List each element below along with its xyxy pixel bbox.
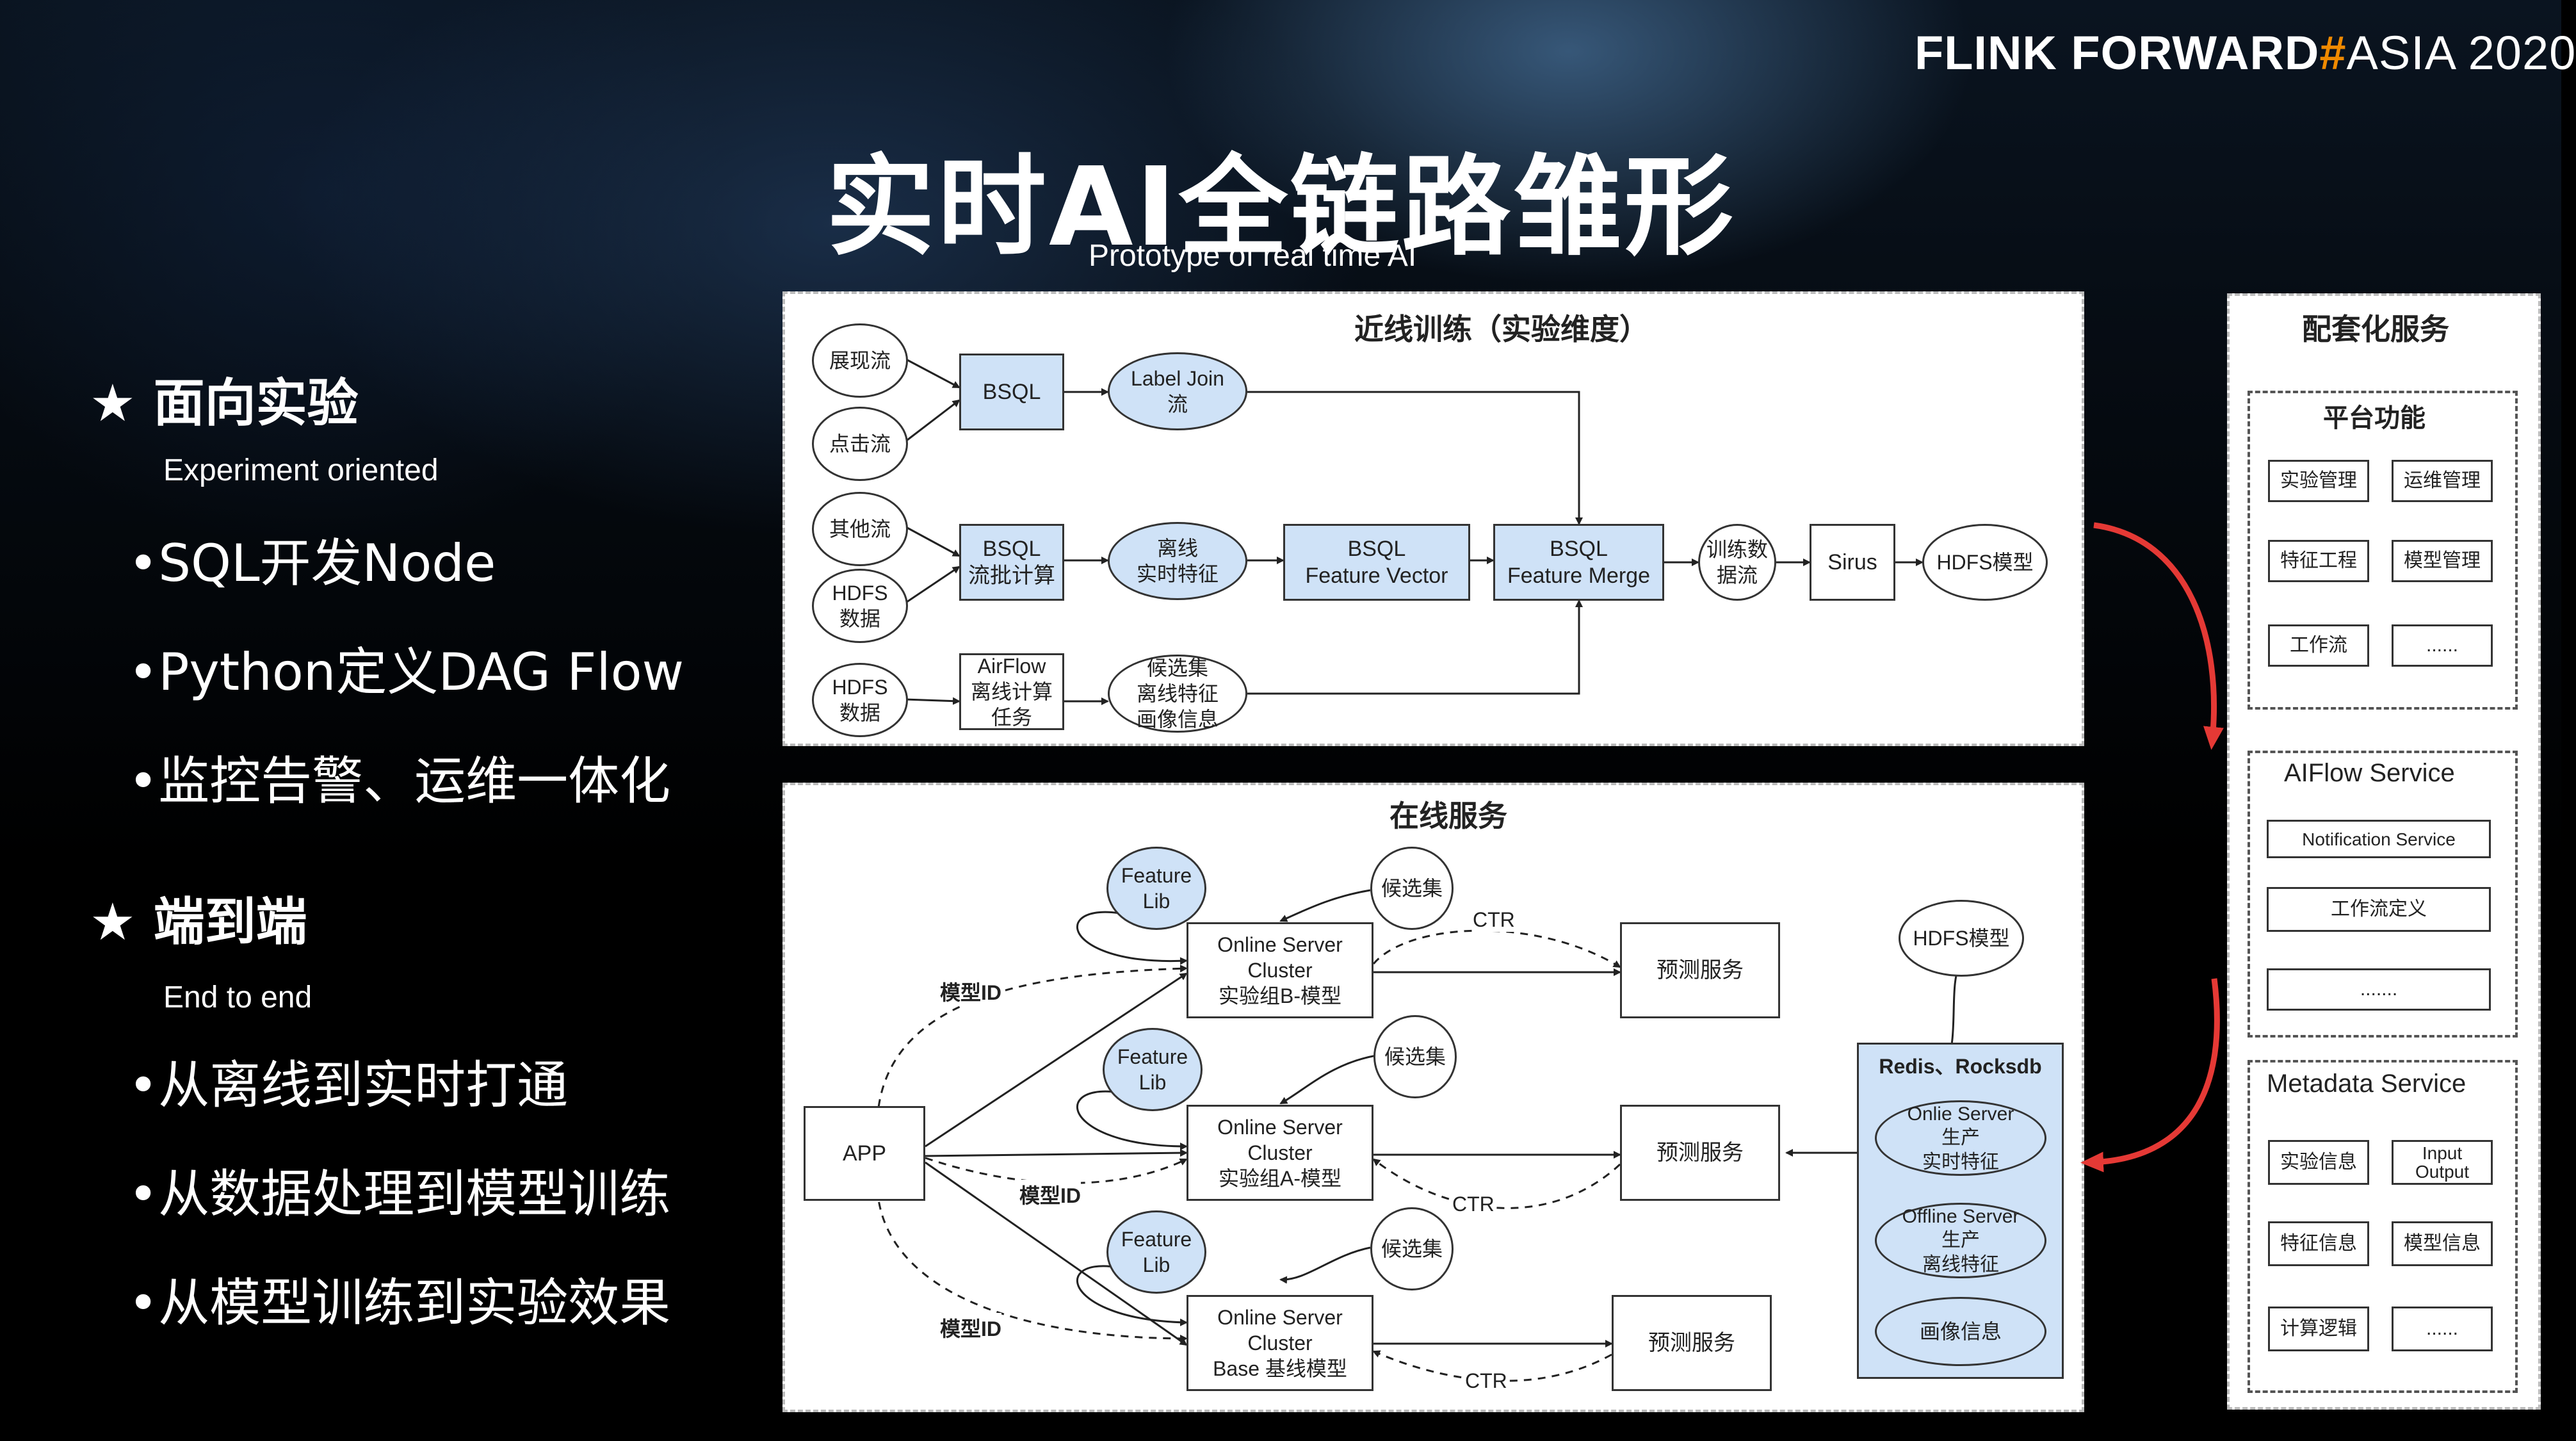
- predict-service-node-a: 预测服务: [1620, 1105, 1780, 1201]
- candidate-node: 候选集: [1373, 1015, 1457, 1098]
- experiment-mgmt-item: 实验管理: [2268, 460, 2369, 502]
- training-stream-node: 训练数 据流: [1698, 524, 1776, 601]
- bullet-item: •从离线到实时打通: [128, 1055, 569, 1115]
- bsql-feature-merge-node: BSQL Feature Merge: [1493, 524, 1664, 601]
- ops-mgmt-item: 运维管理: [2392, 460, 2493, 502]
- flink-forward-logo: FLINK FORWARD#ASIA 2020: [1915, 26, 2576, 79]
- ellipsis-item: ......: [2392, 624, 2493, 667]
- click-stream-node: 点击流: [812, 407, 908, 481]
- hdfs-data-node: HDFS 数据: [812, 569, 908, 643]
- aiflow-title: AIFlow Service: [2284, 759, 2455, 787]
- bsql-batch-node: BSQL 流批计算: [959, 524, 1064, 601]
- model-mgmt-item: 模型管理: [2392, 540, 2493, 582]
- candidate-offline-node: 候选集 离线特征 画像信息: [1108, 655, 1247, 733]
- sirus-node: Sirus: [1810, 524, 1895, 601]
- feature-lib-node: Feature Lib: [1106, 1210, 1206, 1294]
- bsql-feature-vector-node: BSQL Feature Vector: [1283, 524, 1470, 601]
- online-realtime-feature-node: Onlie Server 生产 实时特征: [1875, 1100, 2046, 1176]
- bullet-item: •监控告警、运维一体化: [128, 751, 671, 811]
- airflow-node: AirFlow 离线计算 任务: [959, 653, 1064, 730]
- model-info-item: 模型信息: [2392, 1221, 2493, 1266]
- feature-engineering-item: 特征工程: [2268, 540, 2369, 582]
- cluster-a-node: Online Server Cluster 实验组A-模型: [1187, 1105, 1373, 1201]
- redis-rocksdb-title: Redis、Rocksdb: [1879, 1055, 2042, 1078]
- show-stream-node: 展现流: [812, 323, 908, 398]
- ellipsis-item: ......: [2392, 1307, 2493, 1351]
- page-subtitle: Prototype of real time AI: [1089, 239, 1417, 273]
- bullet-item: •SQL开发Node: [128, 533, 496, 593]
- feature-info-item: 特征信息: [2268, 1221, 2369, 1266]
- section-sub-experiment: Experiment oriented: [163, 453, 439, 487]
- candidate-node: 候选集: [1370, 1207, 1454, 1290]
- cluster-b-node: Online Server Cluster 实验组B-模型: [1187, 922, 1373, 1018]
- input-output-item: Input Output: [2392, 1140, 2493, 1185]
- ctr-label: CTR: [1473, 908, 1515, 932]
- aiflow-group: [2248, 751, 2518, 1038]
- experiment-info-item: 实验信息: [2268, 1140, 2369, 1185]
- cluster-base-node: Online Server Cluster Base 基线模型: [1187, 1295, 1373, 1391]
- bullet-item: •从模型训练到实验效果: [128, 1273, 671, 1333]
- metadata-group: [2248, 1060, 2518, 1393]
- workflow-definition-item: 工作流定义: [2267, 887, 2491, 932]
- services-title: 配套化服务: [2302, 312, 2449, 346]
- online-title: 在线服务: [1389, 799, 1507, 833]
- platform-group: [2248, 391, 2518, 710]
- offline-realtime-feature-node: 离线 实时特征: [1108, 522, 1247, 600]
- metadata-title: Metadata Service: [2267, 1070, 2467, 1098]
- app-node: APP: [804, 1106, 925, 1201]
- feature-lib-node: Feature Lib: [1103, 1028, 1203, 1111]
- ctr-label: CTR: [1452, 1193, 1495, 1216]
- page-title: 实时AI全链路雏形: [826, 144, 1736, 271]
- model-id-label: 模型ID: [940, 1313, 1002, 1342]
- predict-service-node-b: 预测服务: [1620, 922, 1780, 1018]
- section-heading-e2e: ★ 端到端: [90, 892, 307, 952]
- ellipsis-item: .......: [2267, 968, 2491, 1011]
- offline-feature-node: Offline Server 生产 离线特征: [1875, 1203, 2046, 1278]
- model-id-label: 模型ID: [940, 977, 1002, 1006]
- candidate-node: 候选集: [1370, 847, 1454, 930]
- label-join-node: Label Join 流: [1108, 352, 1247, 430]
- profile-info-node: 画像信息: [1875, 1297, 2046, 1366]
- ctr-label: CTR: [1465, 1369, 1507, 1393]
- feature-lib-node: Feature Lib: [1106, 847, 1206, 930]
- hdfs-data-node-2: HDFS 数据: [812, 663, 908, 737]
- notification-service-item: Notification Service: [2267, 820, 2491, 858]
- hdfs-model-node: HDFS模型: [1922, 524, 2048, 601]
- hdfs-model-node: HDFS模型: [1899, 900, 2024, 977]
- model-id-label: 模型ID: [1019, 1180, 1081, 1209]
- section-heading-experiment: ★ 面向实验: [90, 373, 359, 433]
- bullet-item: •从数据处理到模型训练: [128, 1164, 671, 1224]
- other-stream-node: 其他流: [812, 492, 908, 566]
- nearline-title: 近线训练（实验维度）: [1354, 312, 1649, 346]
- predict-service-node-base: 预测服务: [1612, 1295, 1772, 1391]
- bsql-node: BSQL: [959, 354, 1064, 430]
- platform-title: 平台功能: [2323, 403, 2426, 433]
- compute-logic-item: 计算逻辑: [2268, 1307, 2369, 1351]
- workflow-item: 工作流: [2268, 624, 2369, 667]
- bullet-item: •Python定义DAG Flow: [128, 642, 685, 702]
- section-sub-e2e: End to end: [163, 981, 312, 1014]
